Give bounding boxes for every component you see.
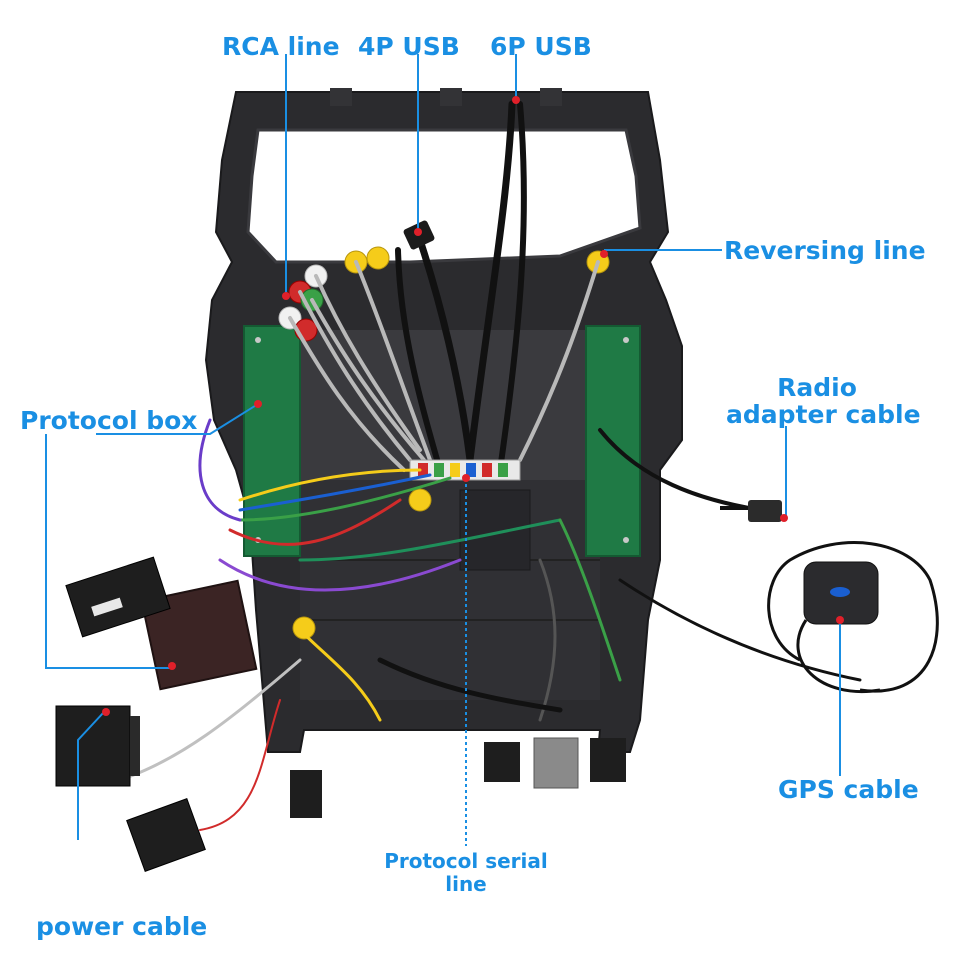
power-connector-large <box>55 705 140 787</box>
rca-line-label: RCA line <box>222 32 340 61</box>
power-cable-label: power cable <box>36 912 208 941</box>
connector-strip <box>409 459 521 481</box>
radio-adapter-label-line1: Radio <box>777 373 857 402</box>
pcb-board-left <box>243 325 301 557</box>
protocol-serial-label-line2: line <box>445 872 487 896</box>
protocol-box-label: Protocol box <box>20 406 198 435</box>
gps-cable-label: GPS cable <box>778 775 919 804</box>
protocol-serial-line-label: Protocol serial line <box>380 850 552 896</box>
gps-antenna <box>767 541 939 693</box>
radio-adapter-label-line2: adapter cable <box>726 400 921 429</box>
harness-connector-left <box>65 556 171 638</box>
protocol-serial-label-line1: Protocol serial <box>384 849 548 873</box>
reversing-line-label: Reversing line <box>724 236 926 265</box>
bottom-plugs <box>290 737 626 818</box>
usb-4p-label: 4P USB <box>358 32 460 61</box>
pcb-board-right <box>585 325 641 557</box>
red-markers <box>102 96 844 716</box>
wiring-loom <box>118 418 862 831</box>
leader-lines <box>45 54 841 846</box>
radio-adapter-label: Radio adapter cable <box>726 373 921 429</box>
radio-adapter-plug <box>720 500 782 522</box>
usb-6p-label: 6P USB <box>490 32 592 61</box>
rca-cable-bundle <box>288 260 600 472</box>
power-connector-small <box>126 798 206 872</box>
usb-cables <box>395 100 527 473</box>
